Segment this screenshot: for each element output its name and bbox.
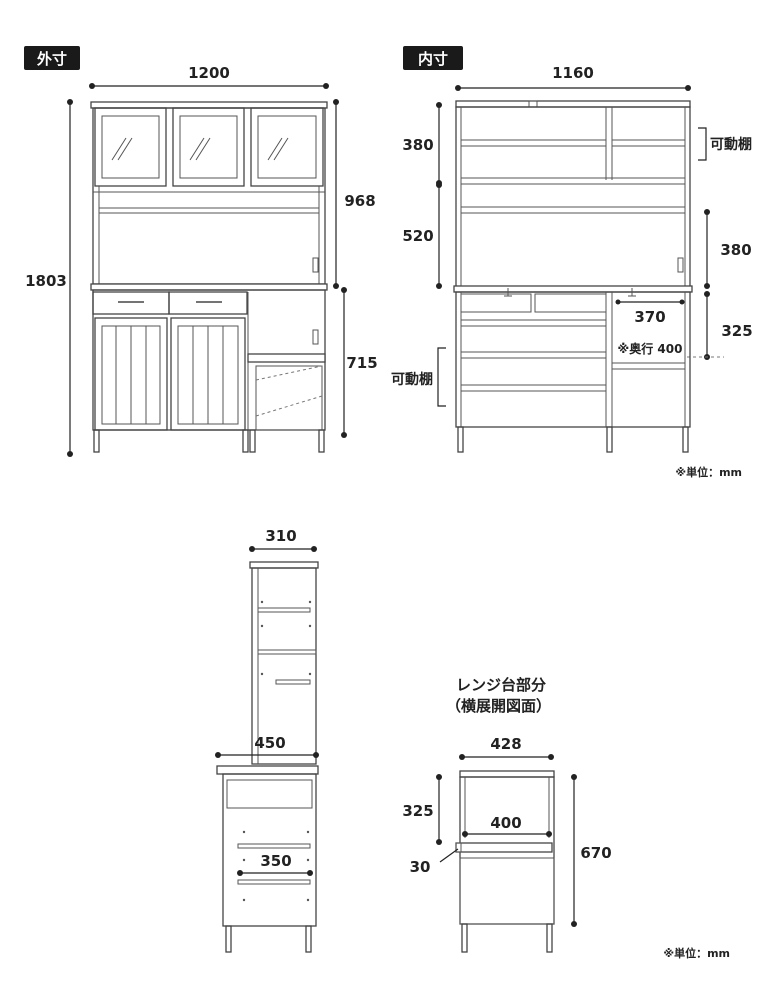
range-inner-width-label: 400: [490, 814, 521, 832]
range-width-label: 428: [490, 735, 521, 753]
range-title-line2: （横展開図面）: [446, 697, 551, 715]
inner-front-view: 1160 380 520 可動棚 380 325 可動棚: [391, 64, 753, 453]
range-shelf-thickness-label: 30: [410, 858, 431, 876]
inner-tag-label: 内寸: [418, 50, 448, 68]
lower-height-label: 715: [346, 354, 377, 372]
side-view: 310 450 350: [215, 527, 319, 953]
inner-middle-height-label: 520: [402, 227, 433, 245]
movable-shelf-label-top: 可動棚: [710, 136, 752, 153]
range-height-label: 670: [580, 844, 611, 862]
outer-width-label: 1200: [188, 64, 230, 82]
outer-height-label: 1803: [25, 272, 67, 290]
unit-note-bottom: ※単位：mm: [663, 946, 730, 960]
upper-height-label: 968: [344, 192, 375, 210]
drawer-width-label: 370: [634, 308, 665, 326]
movable-shelf-label-lower: 可動棚: [391, 371, 433, 388]
depth-note-label: ※奥行 400: [618, 341, 683, 356]
side-top-depth-label: 310: [265, 527, 296, 545]
inner-width-label: 1160: [552, 64, 594, 82]
range-section: レンジ台部分 （横展開図面） 428 400 325 30: [402, 676, 612, 953]
range-title-line1: レンジ台部分: [456, 676, 546, 694]
range-clearance-label: 325: [402, 802, 433, 820]
inner-dimensions-tag: 内寸: [403, 46, 463, 70]
outer-front-view: 1200 1803 968 715: [25, 64, 378, 457]
side-inner-depth-label: 350: [260, 852, 291, 870]
unit-note-top: ※単位：mm: [675, 465, 742, 479]
side-counter-depth-label: 450: [254, 734, 285, 752]
inner-top-height-label: 380: [402, 136, 433, 154]
outer-dimensions-tag: 外寸: [24, 46, 80, 70]
inner-right-mid-height-label: 380: [720, 241, 751, 259]
inner-right-lower-height-label: 325: [721, 322, 752, 340]
outer-tag-label: 外寸: [36, 50, 67, 68]
